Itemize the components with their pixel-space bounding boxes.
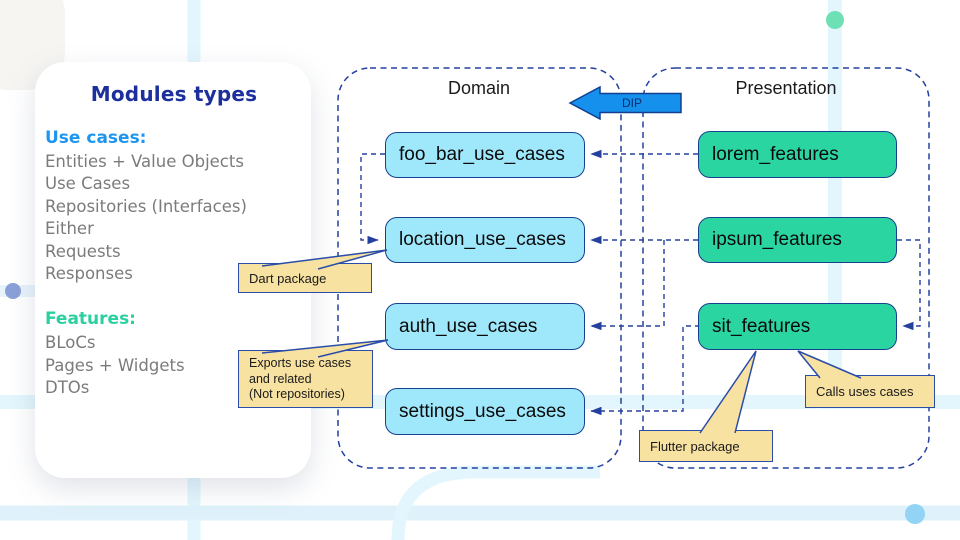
edge-foo-bar-to-location xyxy=(360,153,385,245)
use-cases-item: Either xyxy=(45,219,94,239)
features-item: DTOs xyxy=(45,378,90,398)
features-heading: Features: xyxy=(45,309,136,330)
dip-arrow-label: DIP xyxy=(621,96,642,110)
node-sit-features: sit_features xyxy=(698,303,897,350)
node-foo-bar-use-cases: foo_bar_use_cases xyxy=(385,132,585,178)
use-cases-item: Responses xyxy=(45,264,133,284)
node-ipsum-features: ipsum_features xyxy=(698,217,897,263)
periwinkle-dot xyxy=(5,283,21,299)
mint-dot xyxy=(826,11,844,29)
use-cases-item: Use Cases xyxy=(45,174,131,194)
node-settings-use-cases: settings_use_cases xyxy=(385,388,585,435)
domain-title: Domain xyxy=(447,78,511,98)
callout-line: (Not repositories) xyxy=(249,387,345,401)
dip-arrow xyxy=(568,85,682,121)
features-item: BLoCs xyxy=(45,333,96,353)
callout-flutter-package: Flutter package xyxy=(639,430,773,462)
callout-line: Exports use cases xyxy=(249,356,352,370)
modules-types-card: Modules types Use cases: Entities + Valu… xyxy=(35,62,311,478)
features-item: Pages + Widgets xyxy=(45,355,185,375)
card-title: Modules types xyxy=(90,82,258,106)
node-auth-use-cases: auth_use_cases xyxy=(385,303,585,350)
presentation-title: Presentation xyxy=(735,78,837,98)
callout-dart-package: Dart package xyxy=(238,263,372,293)
callout-exports-use-cases: Exports use cases and related (Not repos… xyxy=(238,350,373,408)
callout-calls-uses-cases: Calls uses cases xyxy=(805,375,935,408)
edge-ipsum-to-sit xyxy=(897,239,921,331)
decor-curve xyxy=(391,465,600,540)
use-cases-item: Repositories (Interfaces) xyxy=(45,196,247,216)
edge-sit-to-settings xyxy=(590,325,700,416)
node-location-use-cases: location_use_cases xyxy=(385,217,585,263)
edge-ipsum-to-auth xyxy=(590,240,665,331)
node-lorem-features: lorem_features xyxy=(698,131,897,178)
presentation-container xyxy=(642,67,930,469)
use-cases-heading: Use cases: xyxy=(45,128,147,148)
sky-dot xyxy=(905,504,925,524)
use-cases-item: Entities + Value Objects xyxy=(45,152,244,171)
callout-line: and related xyxy=(249,371,312,386)
use-cases-item: Requests xyxy=(45,241,121,261)
